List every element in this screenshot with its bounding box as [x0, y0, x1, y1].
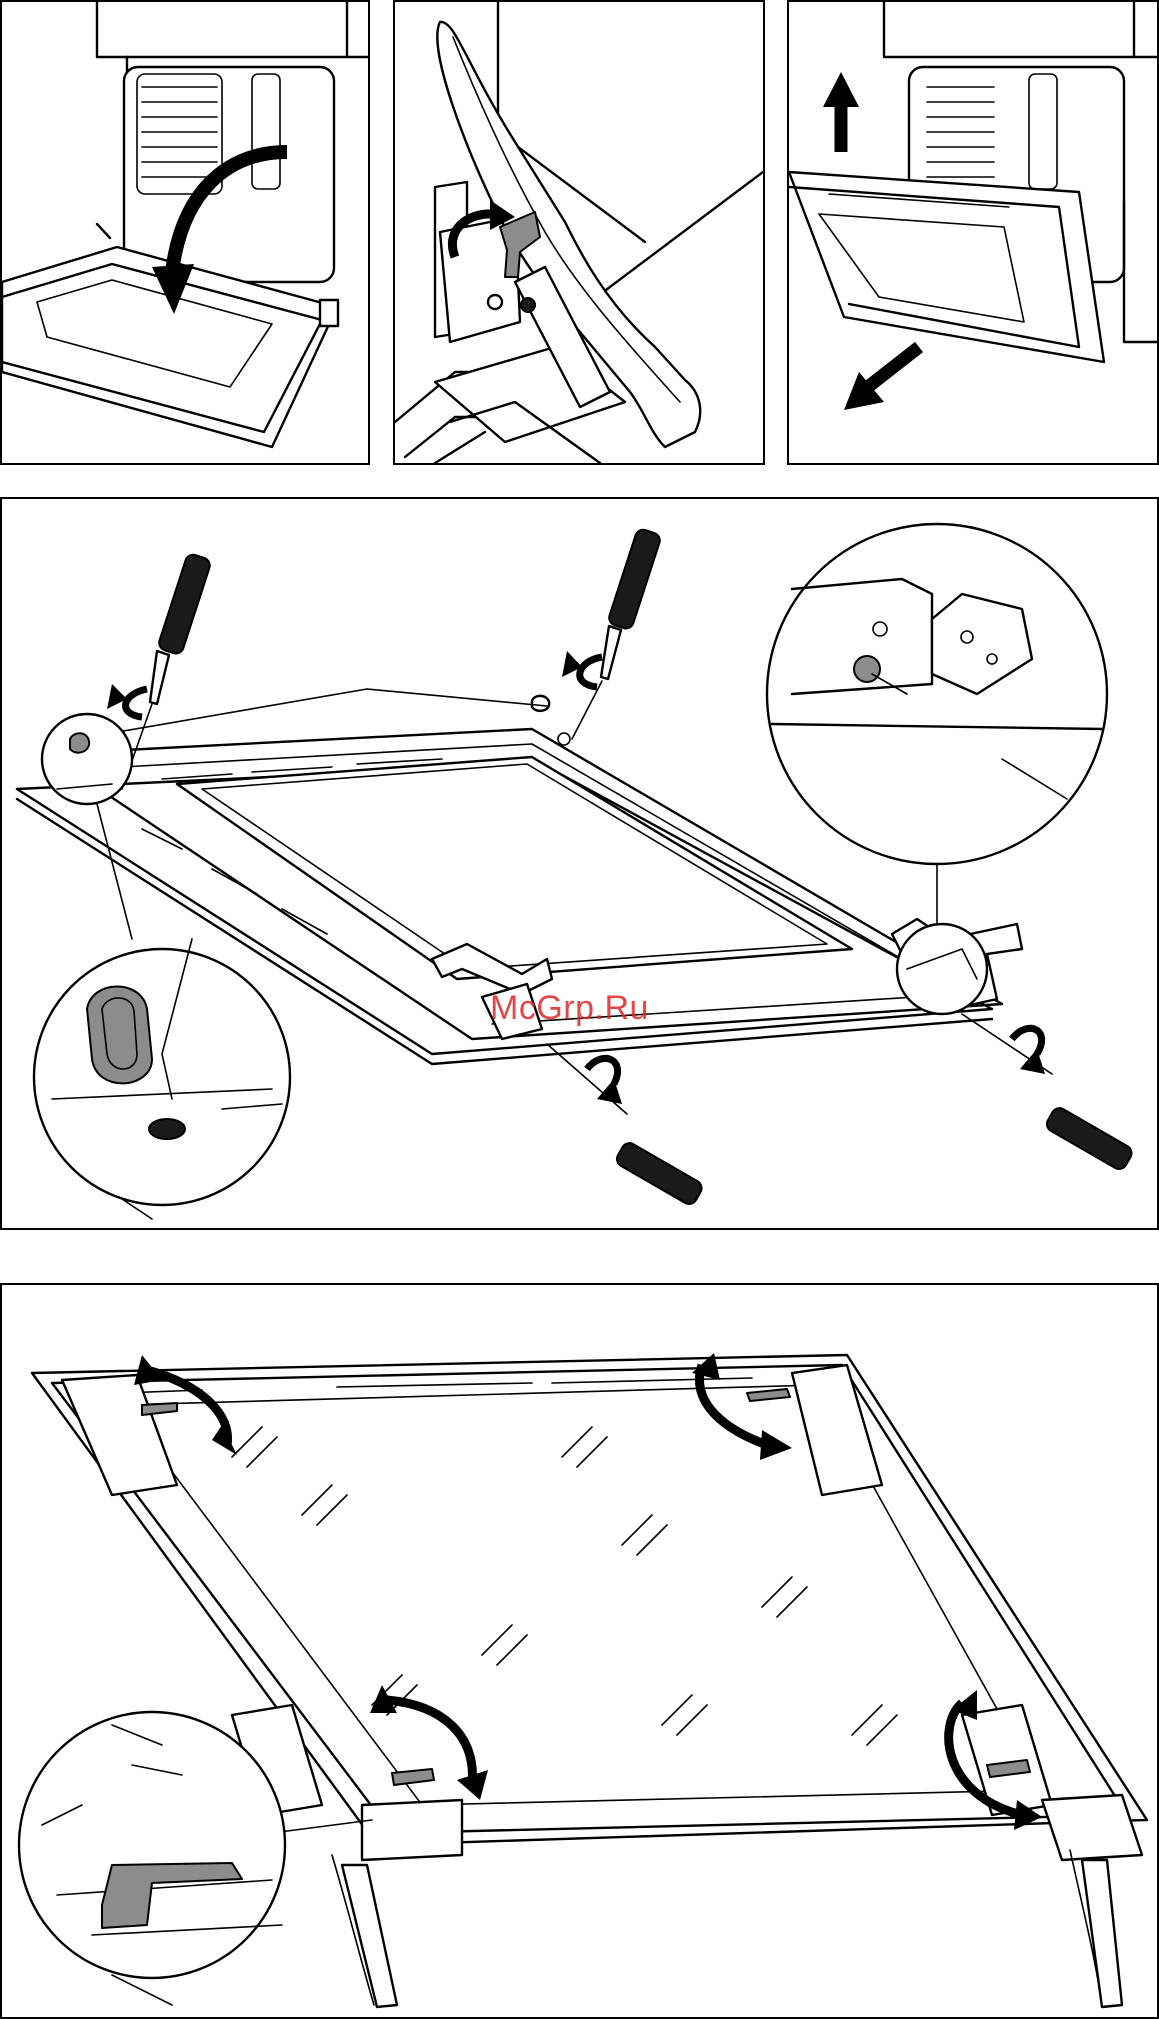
- figure-step-5-remove-glass: [0, 1283, 1159, 2019]
- screwdriver-icon: [547, 1044, 704, 1207]
- down-left-arrow-icon: [844, 347, 919, 410]
- door-lift-out-illustration: [789, 2, 1157, 463]
- magnifier-circle-icon: [767, 524, 1107, 864]
- rotate-arrow-icon: [562, 651, 602, 687]
- magnifier-circle-icon: [34, 939, 290, 1219]
- screwdriver-icon: [122, 553, 212, 789]
- rotate-arrow-icon: [107, 684, 147, 717]
- up-arrow-icon: [823, 72, 859, 152]
- hinge-lever-illustration: [395, 2, 763, 463]
- screwdriver-icon: [962, 1014, 1134, 1172]
- watermark: McGrp.Ru: [490, 989, 649, 1028]
- glass-panel-removal-illustration: [2, 1285, 1157, 2017]
- magnifier-circle-icon: [42, 714, 132, 804]
- figure-step-2-hinge-lever: [393, 0, 765, 465]
- magnifier-circle-icon: [19, 1712, 285, 2005]
- screwdriver-icon: [572, 528, 662, 739]
- figure-step-1-open-door: [0, 0, 370, 465]
- rotate-arrow-icon: [587, 1058, 622, 1104]
- door-unscrew-illustration: [2, 499, 1157, 1228]
- figure-step-3-lift-door: [787, 0, 1159, 465]
- oven-door-open-illustration: [2, 2, 368, 463]
- figure-step-4-unscrew-door: McGrp.Ru: [0, 497, 1159, 1230]
